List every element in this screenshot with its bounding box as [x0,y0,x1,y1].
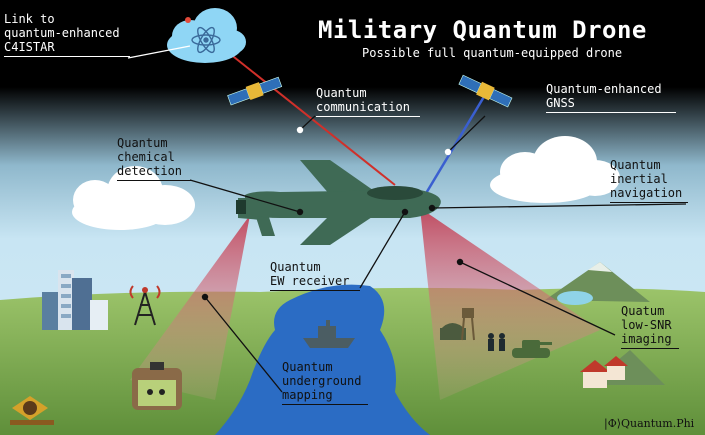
leader-lines [127,45,191,59]
city-buildings [42,270,108,330]
cloud-right [490,136,620,203]
radio-tower [129,285,161,326]
military-base [440,308,475,341]
leader-lines-dark [189,115,687,393]
beam-right [420,208,600,400]
label-underground: Quantum underground mapping [282,360,368,405]
mountains [545,262,665,385]
cloud-c4istar-icon [167,8,246,63]
satellite-comm-icon [227,76,283,106]
satellite-gnss-icon [458,74,513,108]
atom-icon [191,26,221,54]
label-inertial: Quantum inertial navigation [610,158,688,203]
page-title: Military Quantum Drone [318,16,647,44]
label-imaging: Quatum low-SNR imaging [621,304,679,349]
label-communication: Quantum communication [316,86,420,117]
credit: |Φ⟩Quantum.Phi [604,417,695,430]
label-chemical: Quantum chemical detection [117,136,191,181]
anchor-dots [201,126,464,301]
river [215,284,430,435]
label-gnss: Quantum-enhanced GNSS [546,82,676,113]
cloud-left [72,166,195,230]
underground-bunker [132,362,182,410]
village-houses [580,356,628,388]
soldiers [488,333,505,351]
beam-left [130,215,250,400]
tank [512,340,552,358]
label-c4istar: Link to quantum-enhanced C4ISTAR [4,12,130,57]
warship [303,320,355,348]
label-ew-receiver: Quantum EW receiver [270,260,360,291]
page-subtitle: Possible full quantum-equipped drone [362,46,623,60]
logo [10,396,54,425]
